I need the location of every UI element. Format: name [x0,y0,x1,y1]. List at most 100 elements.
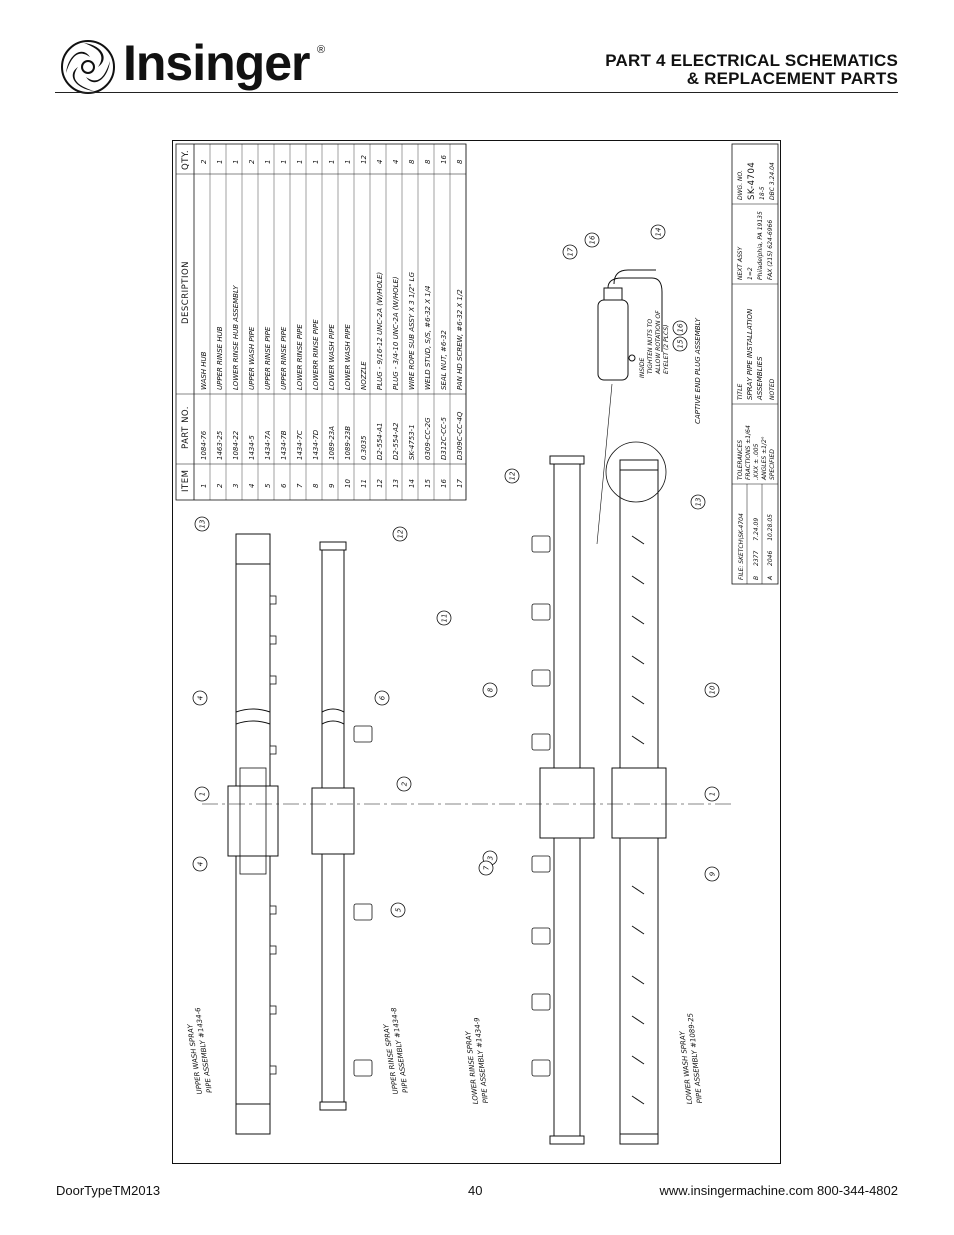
callout-balloon [192,856,208,872]
qty-cell: 8 [408,159,416,164]
pipe-stub [269,1065,277,1075]
callout-number: 10 [709,685,717,694]
brand-name: Insinger [123,35,310,91]
item-cell: 14 [408,479,416,488]
description-cell: WIRE ROPE SUB ASSY X 3 1/2" LG [408,271,416,390]
description-cell: LOWER RINSE PIPE [296,324,304,390]
tol-xxx: .XXX ± .005 [753,443,760,480]
spray-slot [631,535,645,545]
part-no-cell: 1434-7B [280,430,288,460]
part-no-cell: D2-554-A2 [392,422,400,460]
nozzle [353,725,373,743]
pipe-stub [269,745,277,755]
part-no-cell: 1089-23B [344,426,352,460]
callout-balloon [478,860,494,876]
callout-balloon [650,224,666,240]
callout-number: 9 [709,871,717,876]
nozzle [531,669,551,687]
description-cell: WASH HUB [200,351,208,390]
callout-balloon [194,516,210,532]
scale: 1=2 [747,267,754,280]
qty-cell: 1 [280,160,288,164]
col-description: DESCRIPTION [181,261,191,324]
qty-cell: 1 [216,160,224,164]
col-item: ITEM [181,470,191,492]
item-cell: 5 [264,483,272,488]
callout-balloon [690,494,706,510]
item-cell: 1 [200,484,208,488]
item-cell: 6 [280,483,288,488]
header-rule [55,92,898,93]
part-no-cell: 1434-7C [296,430,304,460]
philadelphia: Philadelphia, PA 19135 [757,211,764,280]
ecn-a: 2046 [767,551,774,566]
nozzle [531,993,551,1011]
callout-balloon [436,610,452,626]
part-no-cell: SK-4753-1 [408,424,416,460]
pipe-stub [269,945,277,955]
part-no-cell: 1434-5 [248,435,256,460]
nozzle [531,855,551,873]
dwg-no: SK-4704 [747,162,757,200]
tolerances: TOLERANCES [737,440,744,480]
callout-balloon [672,320,688,336]
callout-number: 15 [677,339,685,348]
rev-a: A [767,576,774,581]
description-cell: NOZZLE [360,361,368,390]
description-cell: LOWERR RINSE PIPE [312,319,320,390]
item-cell: 10 [344,479,352,488]
item-cell: 16 [440,479,448,488]
callout-balloon [374,690,390,706]
callout-number: 17 [567,247,575,256]
ecn-b: 2377 [753,551,760,566]
file-name: FILE: SKETCH\SK-4704 [738,513,745,580]
description-cell: WELD STUD, S/S, #6-32 X 1/4 [424,285,432,390]
description-cell: LOWER WASH PIPE [344,324,352,390]
rev-b: B [753,576,760,580]
qty-cell: 8 [424,159,432,164]
footer-doc-id: DoorTypeTM2013 [56,1183,161,1198]
callout-number: 4 [197,862,205,866]
detail-caption: CAPTIVE END PLUG ASSEMBLY [694,317,702,424]
callout-balloon [704,682,720,698]
callout-balloon [562,244,578,260]
dwg-no-label: DWG. NO. [737,170,744,200]
next-assy: NEXT ASSY [737,246,744,280]
tol-fractions: FRACTIONS ±1/64 [745,425,752,480]
callout-balloon [482,682,498,698]
callout-number: 6 [379,695,387,700]
section-title: PART 4 ELECTRICAL SCHEMATICS & REPLACEME… [605,52,898,88]
item-cell: 13 [392,479,400,488]
drawing-svg: ITEM PART NO. DESCRIPTION QTY. 11084-76W… [172,140,781,1164]
description-cell: LOWER RINSE HUB ASSEMBLY [232,285,240,390]
part-no-cell: 0309-CC-2G [424,417,432,460]
title-block: FILE: SKETCH\SK-4704 B 2377 7.24.09 A 20… [731,143,779,585]
part-no-cell: D309C-CC-4Q [456,411,464,460]
callout-number: 16 [589,235,597,244]
tol-angles: ANGLES ±1/2° [761,436,768,481]
part-no-cell: 0.3035 [360,435,368,460]
pipe-stub [269,635,277,645]
nozzle [353,1059,373,1077]
description-cell: PLUG - 9/16-12 UNC-2A (W/HOLE) [376,272,384,390]
nozzle [531,535,551,553]
callout-number: 13 [695,498,703,507]
upper-rinse-assembly [311,541,373,1111]
item-cell: 7 [296,483,304,488]
col-qty: QTY. [181,150,191,170]
parts-table: ITEM PART NO. DESCRIPTION QTY. 11084-76W… [175,143,467,501]
part-no-cell: 1434-7A [264,430,272,460]
qty-cell: 16 [440,155,448,164]
callout-balloon [396,776,412,792]
part-no-cell: D2-554-A1 [376,423,384,461]
spray-slot [631,1015,645,1025]
callout-balloon [584,232,600,248]
callout-number: 3 [487,856,495,860]
drawn-date: DBC 3.24.04 [769,162,776,200]
callout-number: 14 [655,228,663,237]
section-title-line1: PART 4 ELECTRICAL SCHEMATICS [605,51,898,70]
nozzle [353,903,373,921]
item-cell: 11 [360,479,368,488]
callout-balloon [194,786,210,802]
